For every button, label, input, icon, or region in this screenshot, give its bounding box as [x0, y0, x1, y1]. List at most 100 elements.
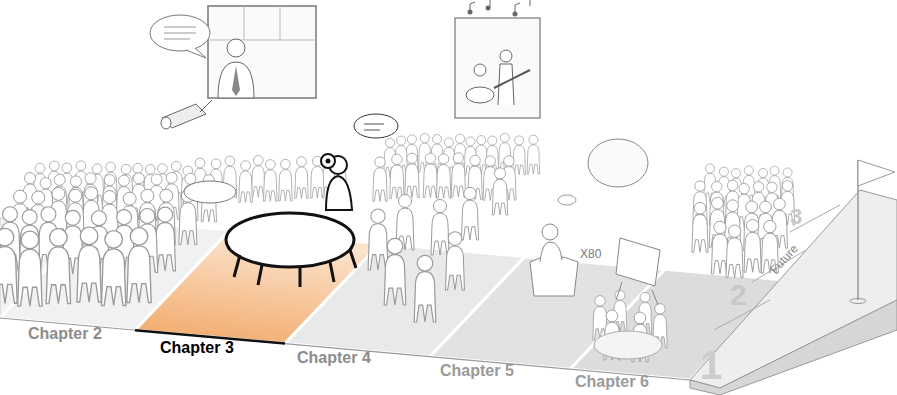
camera-lens	[161, 117, 171, 129]
speech-bubble	[184, 181, 236, 203]
person-head	[140, 209, 155, 224]
person-body	[492, 179, 507, 215]
person-head	[69, 189, 82, 202]
person-head	[731, 169, 740, 178]
person-head	[385, 138, 394, 147]
bubble-line	[364, 130, 380, 131]
writing-desk	[530, 256, 578, 296]
person	[414, 255, 436, 322]
camera-mount	[200, 100, 212, 112]
magnifier	[321, 154, 335, 168]
person-body	[77, 245, 101, 302]
flip-chart-legs	[616, 282, 658, 305]
person	[405, 153, 419, 197]
person	[390, 154, 404, 198]
person-body	[744, 232, 761, 272]
guitarist	[500, 50, 512, 62]
person-head	[739, 183, 749, 193]
person-head	[85, 173, 96, 184]
person-head	[117, 210, 132, 225]
person-head	[494, 168, 505, 179]
person-head	[158, 207, 173, 222]
person-head	[85, 187, 98, 200]
count-label: X80	[580, 248, 601, 260]
person	[104, 162, 118, 204]
person-head	[488, 136, 497, 145]
person-head	[104, 174, 115, 185]
person-head	[54, 174, 65, 185]
writer-head	[542, 224, 558, 240]
question-bubble	[354, 114, 398, 138]
person-body	[179, 203, 197, 245]
person	[279, 159, 293, 201]
person-head	[744, 166, 753, 175]
drum	[466, 87, 494, 103]
screen-grid	[280, 6, 281, 40]
person	[368, 209, 388, 270]
bubble-line	[364, 124, 384, 125]
person-head	[185, 173, 196, 184]
person-head	[50, 229, 68, 247]
person-head	[470, 155, 480, 165]
chapter-label: Chapter 3	[160, 340, 234, 356]
person-head	[453, 153, 463, 163]
person-body	[127, 246, 151, 303]
person-head	[375, 157, 385, 167]
table-chairs	[234, 250, 356, 287]
person	[264, 160, 278, 202]
person-body	[101, 249, 125, 306]
person-head	[758, 168, 767, 177]
person-body	[311, 167, 325, 199]
person-head	[606, 310, 618, 322]
person	[431, 200, 449, 256]
person-head	[41, 207, 56, 222]
person-head	[444, 138, 453, 147]
speaker-tie	[232, 66, 240, 96]
flag-base	[850, 299, 866, 304]
floor	[0, 190, 897, 395]
person-head	[32, 191, 45, 204]
person-body	[390, 165, 404, 199]
person	[295, 157, 309, 199]
person-head	[49, 161, 59, 171]
person	[527, 135, 540, 174]
person-head	[485, 156, 495, 166]
person-head	[145, 164, 155, 174]
props	[150, 0, 895, 359]
person-head	[782, 181, 792, 191]
person-head	[211, 159, 221, 169]
person-head	[133, 163, 143, 173]
bubble-line	[164, 33, 196, 34]
person-head	[746, 201, 758, 213]
person-head	[225, 156, 235, 166]
person-head	[24, 173, 35, 184]
person-head	[634, 312, 646, 324]
bubble-line	[164, 27, 196, 28]
person-head	[695, 181, 705, 191]
person-head	[760, 201, 772, 213]
person-body	[405, 164, 419, 198]
person-head	[727, 200, 739, 212]
person-body	[431, 213, 449, 255]
person-head	[92, 164, 102, 174]
person-head	[21, 231, 39, 249]
person-body	[423, 164, 437, 198]
person-head	[753, 182, 763, 192]
person-head	[130, 228, 148, 246]
person-head	[151, 174, 162, 185]
person-head	[640, 292, 650, 302]
person-body	[414, 272, 436, 322]
person-head	[387, 238, 403, 254]
person	[77, 227, 101, 302]
person-head	[655, 304, 665, 314]
music-notes	[470, 0, 530, 14]
chapter-label: Chapter 5	[440, 363, 514, 379]
person-head	[746, 219, 758, 231]
person-head	[52, 187, 65, 200]
person-head	[14, 190, 27, 203]
person-head	[35, 163, 45, 173]
person	[692, 202, 708, 252]
person	[513, 136, 526, 175]
person	[461, 187, 478, 240]
